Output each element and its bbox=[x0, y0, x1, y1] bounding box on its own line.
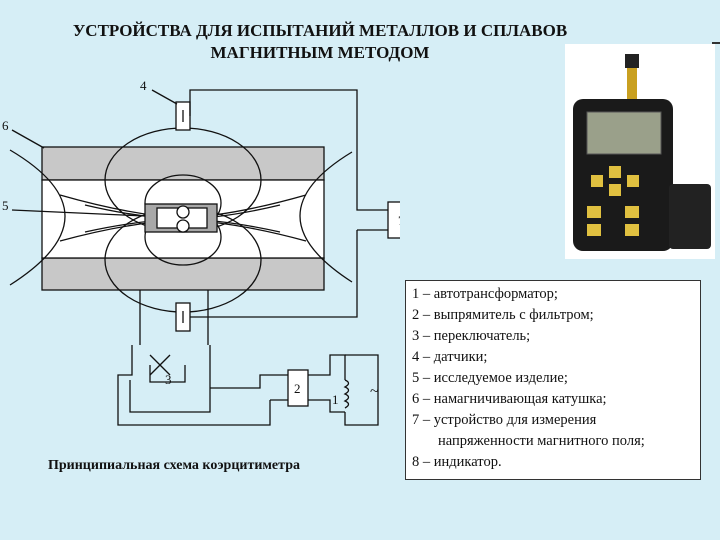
wire-sensor-top bbox=[189, 89, 388, 211]
wire-sensor-bottom bbox=[190, 230, 358, 318]
diagram-caption: Принципиальная схема коэрцитиметра bbox=[48, 458, 300, 473]
corner-mark bbox=[712, 42, 720, 44]
wire-to-2-top bbox=[210, 374, 288, 389]
title-line-1: УСТРОЙСТВА ДЛЯ ИСПЫТАНИЙ МЕТАЛЛОВ И СПЛА… bbox=[72, 21, 568, 40]
wire-autotransformer-bottom bbox=[308, 399, 345, 413]
legend-item: 3 – переключатель; bbox=[412, 328, 531, 344]
autotransformer-coil bbox=[343, 379, 350, 409]
field-line-left bbox=[9, 149, 66, 286]
legend-item: 7 – устройство для измерения bbox=[412, 412, 597, 428]
label-ac: ~ bbox=[370, 383, 379, 400]
switch-wire-left bbox=[117, 345, 271, 426]
wire-ac-loop bbox=[344, 354, 379, 426]
pointer-5 bbox=[11, 209, 146, 217]
label-5: 5 bbox=[2, 198, 9, 213]
page-title: УСТРОЙСТВА ДЛЯ ИСПЫТАНИЙ МЕТАЛЛОВ И СПЛА… bbox=[40, 20, 600, 64]
label-2: 2 bbox=[294, 381, 301, 396]
label-3: 3 bbox=[165, 372, 172, 387]
legend-box: 1 – автотрансформатор; 2 – выпрямитель с … bbox=[405, 280, 701, 480]
legend-item: 8 – индикатор. bbox=[412, 454, 502, 470]
pointer-4 bbox=[151, 89, 178, 105]
legend-item: 1 – автотрансформатор; bbox=[412, 286, 558, 302]
title-line-2: МАГНИТНЫМ МЕТОДОМ bbox=[210, 43, 430, 62]
switch-blade-2 bbox=[149, 354, 171, 376]
label-6: 6 bbox=[2, 118, 9, 133]
sample-circle-top bbox=[176, 205, 190, 219]
label-4: 4 bbox=[140, 78, 147, 93]
coercimeter-schematic: 6 5 4 7 8 3 2 1 ~ bbox=[2, 78, 400, 426]
block-7 bbox=[387, 201, 400, 239]
block-2 bbox=[287, 369, 309, 407]
legend-item: 4 – датчики; bbox=[412, 349, 488, 365]
sample-circle-bottom bbox=[176, 219, 190, 233]
legend-item: напряженности магнитного поля; bbox=[438, 433, 645, 449]
legend-item: 2 – выпрямитель с фильтром; bbox=[412, 307, 594, 323]
pointer-6 bbox=[11, 129, 45, 149]
legend-item: 6 – намагничивающая катушка; bbox=[412, 391, 607, 407]
wire-autotransformer-top bbox=[308, 354, 346, 380]
legend-item: 5 – исследуемое изделие; bbox=[412, 370, 568, 386]
field-line-right bbox=[299, 151, 353, 283]
coil-bottom bbox=[41, 257, 325, 291]
label-1: 1 bbox=[332, 392, 339, 407]
switch-frame bbox=[149, 365, 186, 383]
coercimeter-device-photo bbox=[565, 44, 715, 264]
switch-wire-right bbox=[129, 345, 211, 413]
label-7: 7 bbox=[398, 213, 400, 228]
